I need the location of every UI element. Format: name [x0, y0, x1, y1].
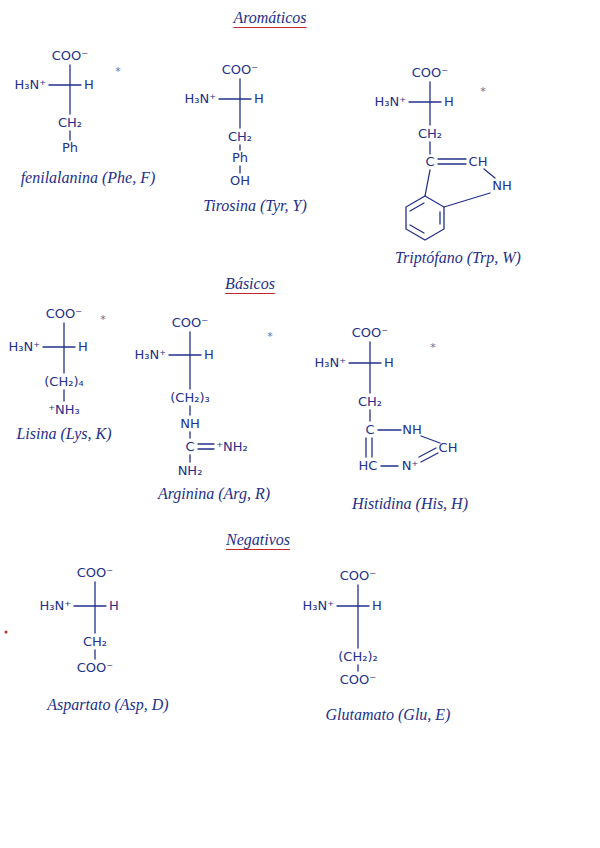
amino-acid-name: Histidina (His, H)	[352, 495, 468, 513]
atom-label: H	[84, 78, 94, 92]
atom-label: CH₂	[418, 127, 442, 141]
atom-label: (CH₂)₄	[44, 375, 83, 389]
atom-label: H	[78, 340, 88, 354]
atom-label: COO⁻	[46, 307, 82, 321]
atom-label: COO⁻	[352, 326, 388, 340]
atom-label: Ph	[232, 151, 248, 165]
atom-label: H₃N⁺	[374, 95, 406, 109]
section-heading: Básicos	[225, 275, 275, 293]
atom-label: NH₂	[178, 464, 203, 478]
atom-label: COO⁻	[77, 661, 113, 675]
atom-label: HC	[359, 459, 378, 473]
asterisk-mark: *	[480, 86, 486, 98]
asterisk-mark: *	[430, 342, 436, 354]
atom-label: NH	[402, 423, 422, 437]
amino-acid-name: Lisina (Lys, K)	[16, 425, 111, 443]
atom-label: COO⁻	[172, 316, 208, 330]
atom-label: CH	[439, 441, 458, 455]
atom-label: H	[444, 95, 454, 109]
atom-label: C	[185, 440, 194, 454]
atom-label: CH₂	[358, 395, 382, 409]
atom-label: Ph	[62, 141, 78, 155]
amino-acid-name: fenilalanina (Phe, F)	[21, 169, 156, 187]
atom-label: COO⁻	[340, 569, 376, 583]
atom-label: CH	[469, 155, 488, 169]
atom-label: ⁺NH₂	[216, 440, 248, 454]
amino-acid-name: Arginina (Arg, R)	[158, 485, 270, 503]
amino-acid-name: Aspartato (Asp, D)	[47, 696, 168, 714]
atom-label: COO⁻	[412, 66, 448, 80]
atom-label: CH₂	[83, 635, 107, 649]
atom-label: H	[372, 599, 382, 613]
atom-label: COO⁻	[222, 63, 258, 77]
atom-label: OH	[230, 174, 250, 188]
amino-acid-name: Glutamato (Glu, E)	[326, 706, 451, 724]
atom-label: CH₂	[58, 116, 82, 130]
asterisk-mark: *	[267, 331, 273, 343]
atom-label: H₃N⁺	[134, 348, 166, 362]
atom-label: COO⁻	[77, 566, 113, 580]
atom-label: H₃N⁺	[302, 599, 334, 613]
atom-label: NH	[180, 417, 200, 431]
asterisk-mark: *	[115, 66, 121, 78]
amino-acid-name: Triptófano (Trp, W)	[395, 249, 521, 267]
atom-label: N⁺	[402, 459, 419, 473]
atom-label: H	[254, 92, 264, 106]
atom-label: ⁺NH₃	[48, 403, 80, 417]
atom-label: H	[384, 356, 394, 370]
atom-label: H₃N⁺	[184, 92, 216, 106]
atom-label: COO⁻	[340, 673, 376, 687]
atom-label: H₃N⁺	[8, 340, 40, 354]
atom-label: C	[365, 423, 374, 437]
atom-label: H	[204, 348, 214, 362]
section-heading: Negativos	[226, 531, 290, 549]
asterisk-mark: *	[100, 314, 106, 326]
atom-label: H₃N⁺	[39, 599, 71, 613]
atom-label: CH₂	[228, 130, 252, 144]
atom-label: (CH₂)₂	[338, 650, 377, 664]
atom-label: NH	[492, 179, 512, 193]
atom-label: H	[109, 599, 119, 613]
amino-acid-name: Tirosina (Tyr, Y)	[203, 197, 307, 215]
section-heading: Aromáticos	[233, 9, 306, 27]
atom-label: H₃N⁺	[314, 356, 346, 370]
atom-label: (CH₂)₃	[170, 391, 209, 405]
atom-label: COO⁻	[52, 49, 88, 63]
atom-label: H₃N⁺	[14, 78, 46, 92]
atom-label: C	[425, 155, 434, 169]
